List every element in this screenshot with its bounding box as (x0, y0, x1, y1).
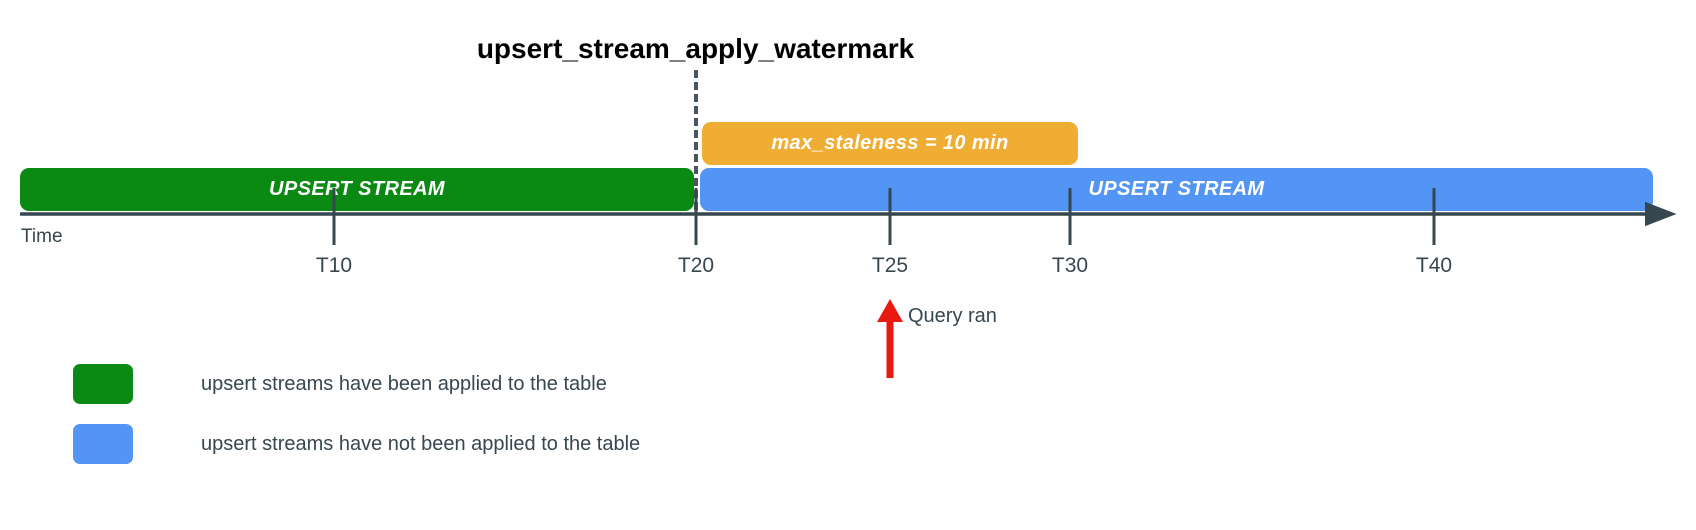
legend: upsert streams have been applied to the … (73, 354, 640, 474)
legend-item-applied: upsert streams have been applied to the … (73, 354, 640, 414)
tick-label-t40: T40 (1415, 254, 1453, 277)
staleness-bar: max_staleness = 10 min (702, 122, 1078, 165)
legend-label-applied: upsert streams have been applied to the … (201, 372, 607, 395)
axis-label-time: Time (21, 226, 63, 247)
tick-label-t30: T30 (1051, 254, 1089, 277)
query-ran-arrow (877, 299, 903, 378)
legend-swatch-blue (73, 424, 133, 464)
query-ran-label: Query ran (908, 305, 997, 327)
tick-label-t10: T10 (315, 254, 353, 277)
legend-swatch-green (73, 364, 133, 404)
upsert-stream-applied-bar: UPSERT STREAM (20, 168, 694, 211)
watermark-dashed-line (694, 70, 698, 210)
staleness-bar-label: max_staleness = 10 min (771, 132, 1009, 154)
legend-item-not-applied: upsert streams have not been applied to … (73, 414, 640, 474)
tick-label-t20: T20 (677, 254, 715, 277)
legend-label-not-applied: upsert streams have not been applied to … (201, 432, 641, 455)
upsert-stream-applied-label: UPSERT STREAM (269, 178, 445, 200)
page-title: upsert_stream_apply_watermark (476, 33, 915, 64)
tick-label-t25: T25 (871, 254, 909, 277)
upsert-stream-not-applied-label: UPSERT STREAM (1088, 178, 1265, 200)
upsert-stream-not-applied-bar: UPSERT STREAM (700, 168, 1653, 211)
